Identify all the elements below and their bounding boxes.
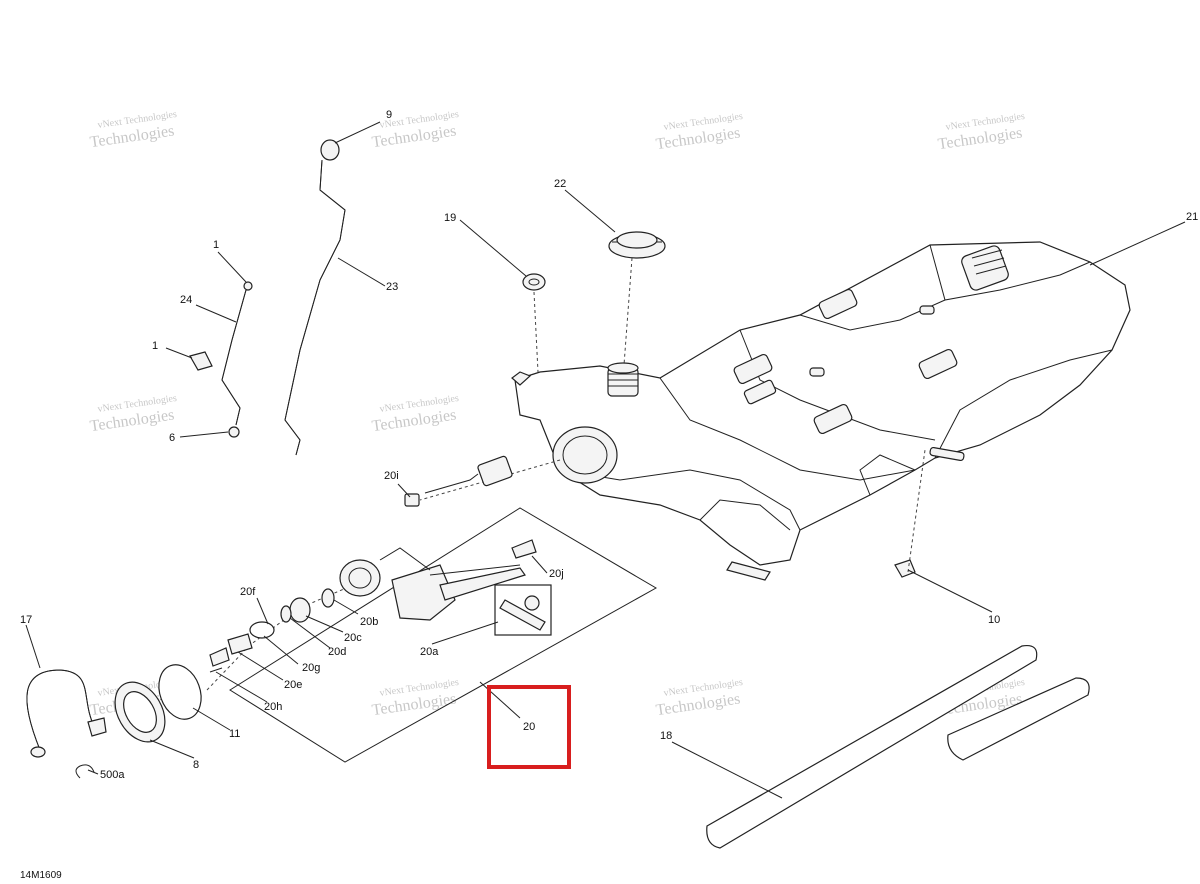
callout-20d[interactable]: 20d — [328, 646, 346, 658]
watermark: vNext Technologies Technologies — [655, 677, 744, 719]
watermark: vNext Technologies Technologies — [89, 393, 178, 435]
callout-21[interactable]: 21 — [1186, 211, 1198, 223]
pump-seals[interactable] — [209, 588, 335, 673]
callout-20[interactable]: 20 — [523, 721, 535, 733]
watermark: vNext Technologies Technologies — [655, 111, 744, 153]
callout-20a[interactable]: 20a — [420, 646, 439, 658]
callout-10[interactable]: 10 — [988, 614, 1000, 626]
callout-9[interactable]: 9 — [386, 109, 392, 121]
callout-20j[interactable]: 20j — [549, 568, 564, 580]
fuel-cap[interactable] — [608, 231, 666, 259]
fuel-tank[interactable] — [511, 241, 1131, 566]
callout-20h[interactable]: 20h — [264, 701, 282, 713]
callout-8[interactable]: 8 — [193, 759, 199, 771]
fuel-hose[interactable] — [26, 669, 107, 758]
callout-20g[interactable]: 20g — [302, 662, 320, 674]
callout-1[interactable]: 1 — [213, 239, 219, 251]
watermark: vNext Technologies Technologies — [937, 111, 1026, 153]
leader-lines — [25, 121, 1186, 799]
callout-20i[interactable]: 20i — [384, 470, 399, 482]
fuel-pump-module[interactable] — [339, 539, 537, 621]
callout-18[interactable]: 18 — [660, 730, 672, 742]
pump-assembly-outline — [229, 507, 658, 763]
callout-1[interactable]: 1 — [152, 340, 158, 352]
watermark: vNext Technologies Technologies — [371, 393, 460, 435]
clip[interactable] — [894, 559, 916, 578]
sender-bracket[interactable] — [494, 584, 552, 636]
callout-20c[interactable]: 20c — [344, 632, 362, 644]
callout-500a[interactable]: 500a — [100, 769, 125, 781]
watermark: vNext Technologies Technologies — [371, 677, 460, 719]
fuel-level-sender[interactable] — [404, 455, 513, 507]
pad-small[interactable] — [726, 561, 771, 581]
callout-6[interactable]: 6 — [169, 432, 175, 444]
callout-20b[interactable]: 20b — [360, 616, 378, 628]
lock-ring[interactable] — [105, 673, 175, 750]
callout-19[interactable]: 19 — [444, 212, 456, 224]
diagram-code: 14M1609 — [20, 870, 62, 881]
vent-hose[interactable] — [284, 139, 346, 456]
callout-23[interactable]: 23 — [386, 281, 398, 293]
clamp[interactable] — [75, 764, 95, 779]
watermark: vNext Technologies Technologies — [89, 109, 178, 151]
vent-tube[interactable] — [189, 281, 253, 438]
callout-24[interactable]: 24 — [180, 294, 192, 306]
watermark: vNext Technologies Technologies — [371, 109, 460, 151]
o-ring[interactable] — [152, 659, 209, 725]
selected-part-highlight[interactable] — [487, 685, 571, 769]
callout-17[interactable]: 17 — [20, 614, 32, 626]
callout-20e[interactable]: 20e — [284, 679, 302, 691]
tank-pad[interactable] — [706, 644, 1090, 849]
grommet[interactable] — [522, 273, 546, 291]
callout-22[interactable]: 22 — [554, 178, 566, 190]
callout-11[interactable]: 11 — [229, 728, 240, 740]
callout-labels: 9 22 19 21 1 24 23 1 6 20i 20j 20f 20b 2… — [20, 109, 1198, 781]
callout-20f[interactable]: 20f — [240, 586, 256, 598]
